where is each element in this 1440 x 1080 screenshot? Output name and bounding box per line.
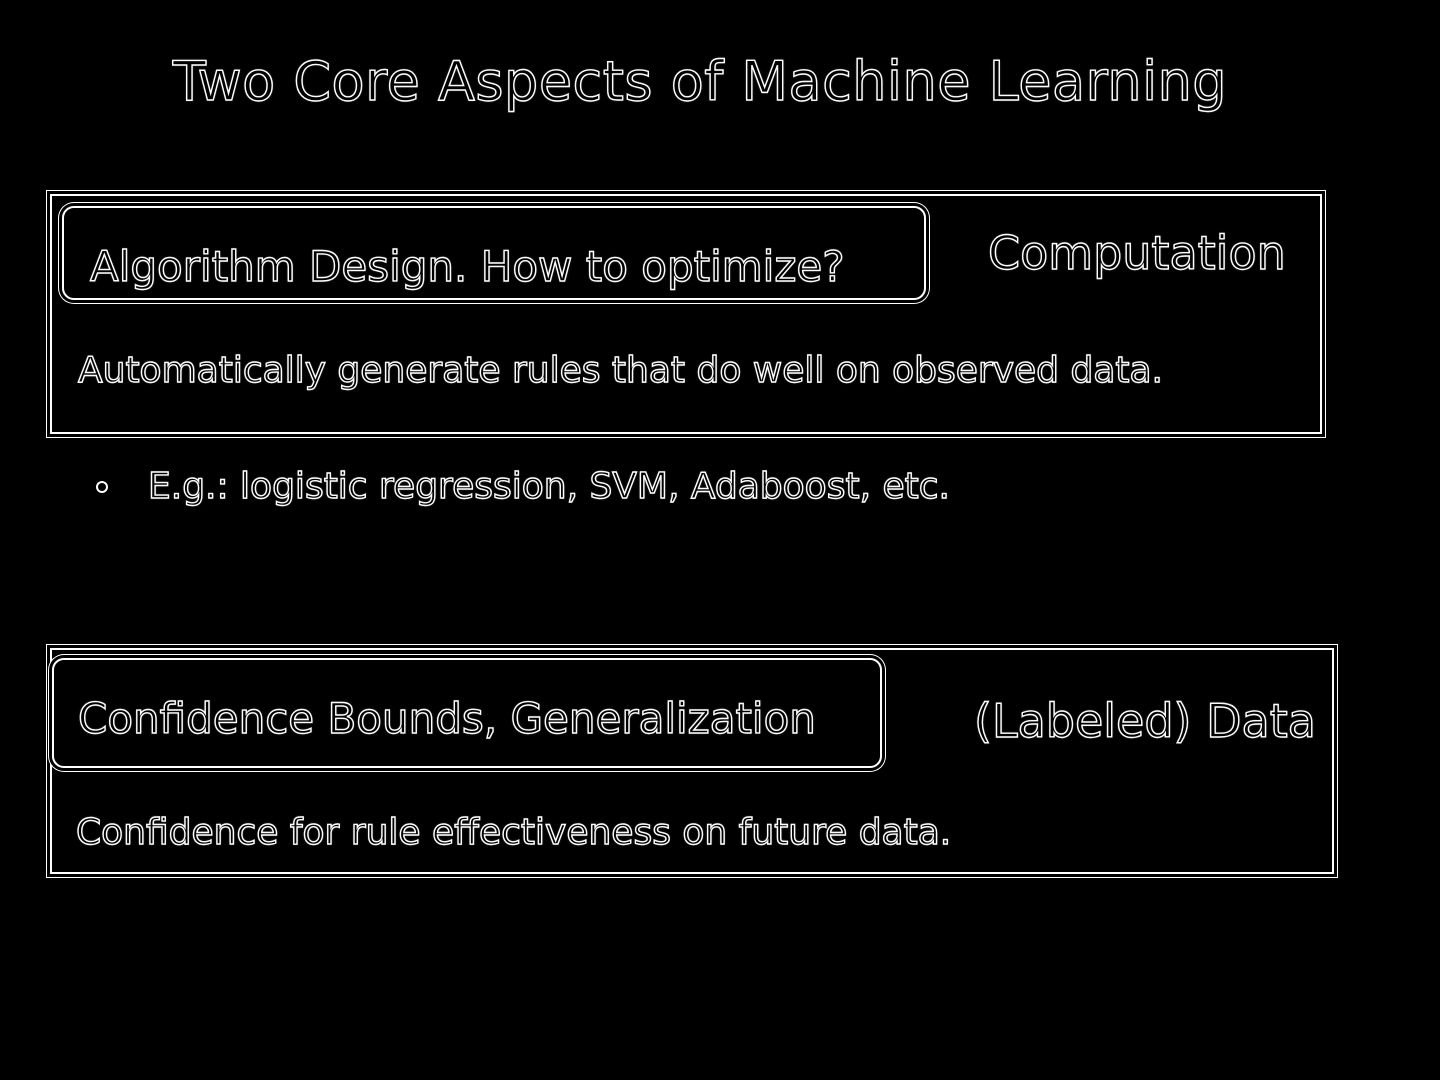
generalization-tag: Confidence Bounds, Generalization	[52, 658, 882, 768]
examples-bullet: E.g.: logistic regression, SVM, Adaboost…	[96, 465, 951, 508]
algorithm-design-tag: Algorithm Design. How to optimize?	[62, 206, 926, 300]
algorithm-design-label: Algorithm Design. How to optimize?	[89, 241, 845, 291]
algorithm-design-panel: Algorithm Design. How to optimize? Compu…	[50, 194, 1322, 434]
examples-text: E.g.: logistic regression, SVM, Adaboost…	[147, 465, 950, 507]
algorithm-design-description: Automatically generate rules that do wel…	[77, 349, 1163, 391]
slide-title: Two Core Aspects of Machine Learning	[172, 49, 1228, 113]
labeled-data-label: (Labeled) Data	[973, 693, 1316, 748]
generalization-panel: Confidence Bounds, Generalization (Label…	[50, 648, 1334, 874]
computation-label: Computation	[987, 225, 1286, 280]
generalization-description: Confidence for rule effectiveness on fut…	[75, 811, 952, 853]
bullet-dot-icon	[96, 480, 108, 493]
generalization-label: Confidence Bounds, Generalization	[77, 693, 816, 743]
